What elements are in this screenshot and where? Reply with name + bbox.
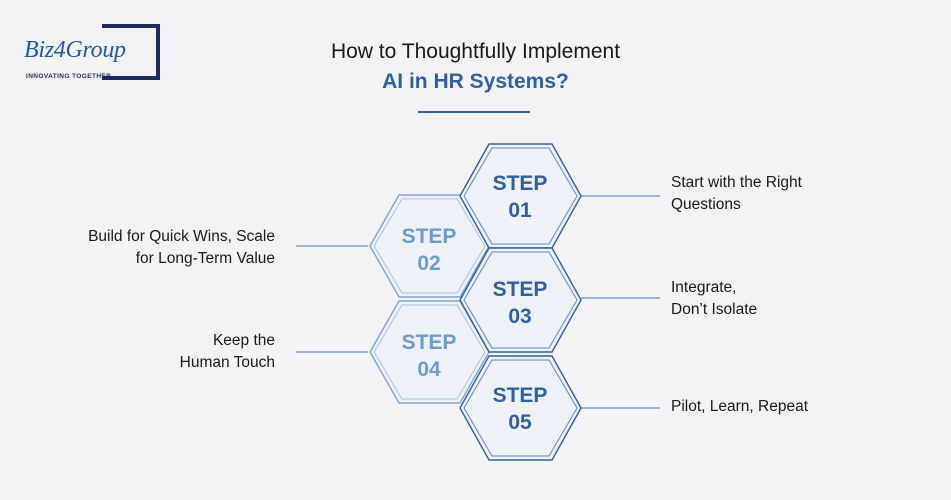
- step-04-word: STEP: [402, 331, 457, 354]
- step-02-description-line1: Build for Quick Wins, Scale: [88, 228, 275, 245]
- step-05-description: Pilot, Learn, Repeat: [671, 396, 808, 418]
- step-03-description-line2: Don’t Isolate: [671, 301, 758, 318]
- step-04-description-line2: Human Touch: [179, 354, 275, 371]
- step-03-word: STEP: [493, 278, 548, 301]
- step-01-word: STEP: [493, 172, 548, 195]
- step-05-word: STEP: [493, 384, 548, 407]
- page-title-line2: AI in HR Systems?: [382, 70, 569, 93]
- step-02-description-line2: for Long-Term Value: [135, 250, 275, 267]
- step-04-description: Keep the Human Touch: [180, 330, 275, 374]
- hex-step-02: [369, 194, 490, 298]
- step-01-number: 01: [508, 199, 532, 222]
- hex-step-03: [459, 247, 582, 353]
- step-04-description-line1: Keep the: [212, 332, 275, 349]
- step-03-description: Integrate, Don’t Isolate: [671, 277, 757, 321]
- page-title-line1: How to Thoughtfully Implement: [330, 40, 621, 63]
- step-02-number: 02: [417, 252, 440, 275]
- step-01-description-line1: Start with the Right: [671, 174, 802, 191]
- step-02-description: Build for Quick Wins, Scale for Long-Ter…: [88, 226, 275, 270]
- step-02-word: STEP: [402, 225, 457, 248]
- logo-wordmark: Biz4Group: [24, 37, 126, 63]
- hex-step-05: [459, 355, 582, 461]
- step-03-description-line1: Integrate,: [671, 279, 737, 296]
- logo-tagline: INNOVATING TOGETHER: [26, 73, 112, 80]
- step-05-number: 05: [508, 411, 532, 434]
- step-01-description: Start with the Right Questions: [671, 172, 802, 216]
- step-03-number: 03: [508, 305, 531, 328]
- step-01-description-line2: Questions: [671, 196, 741, 213]
- company-logo: Biz4Group INNOVATING TOGETHER: [22, 24, 162, 84]
- step-04-number: 04: [417, 358, 441, 381]
- step-05-description-line1: Pilot, Learn, Repeat: [671, 398, 809, 415]
- title-underline: [418, 111, 530, 113]
- logo-frame: [102, 24, 160, 80]
